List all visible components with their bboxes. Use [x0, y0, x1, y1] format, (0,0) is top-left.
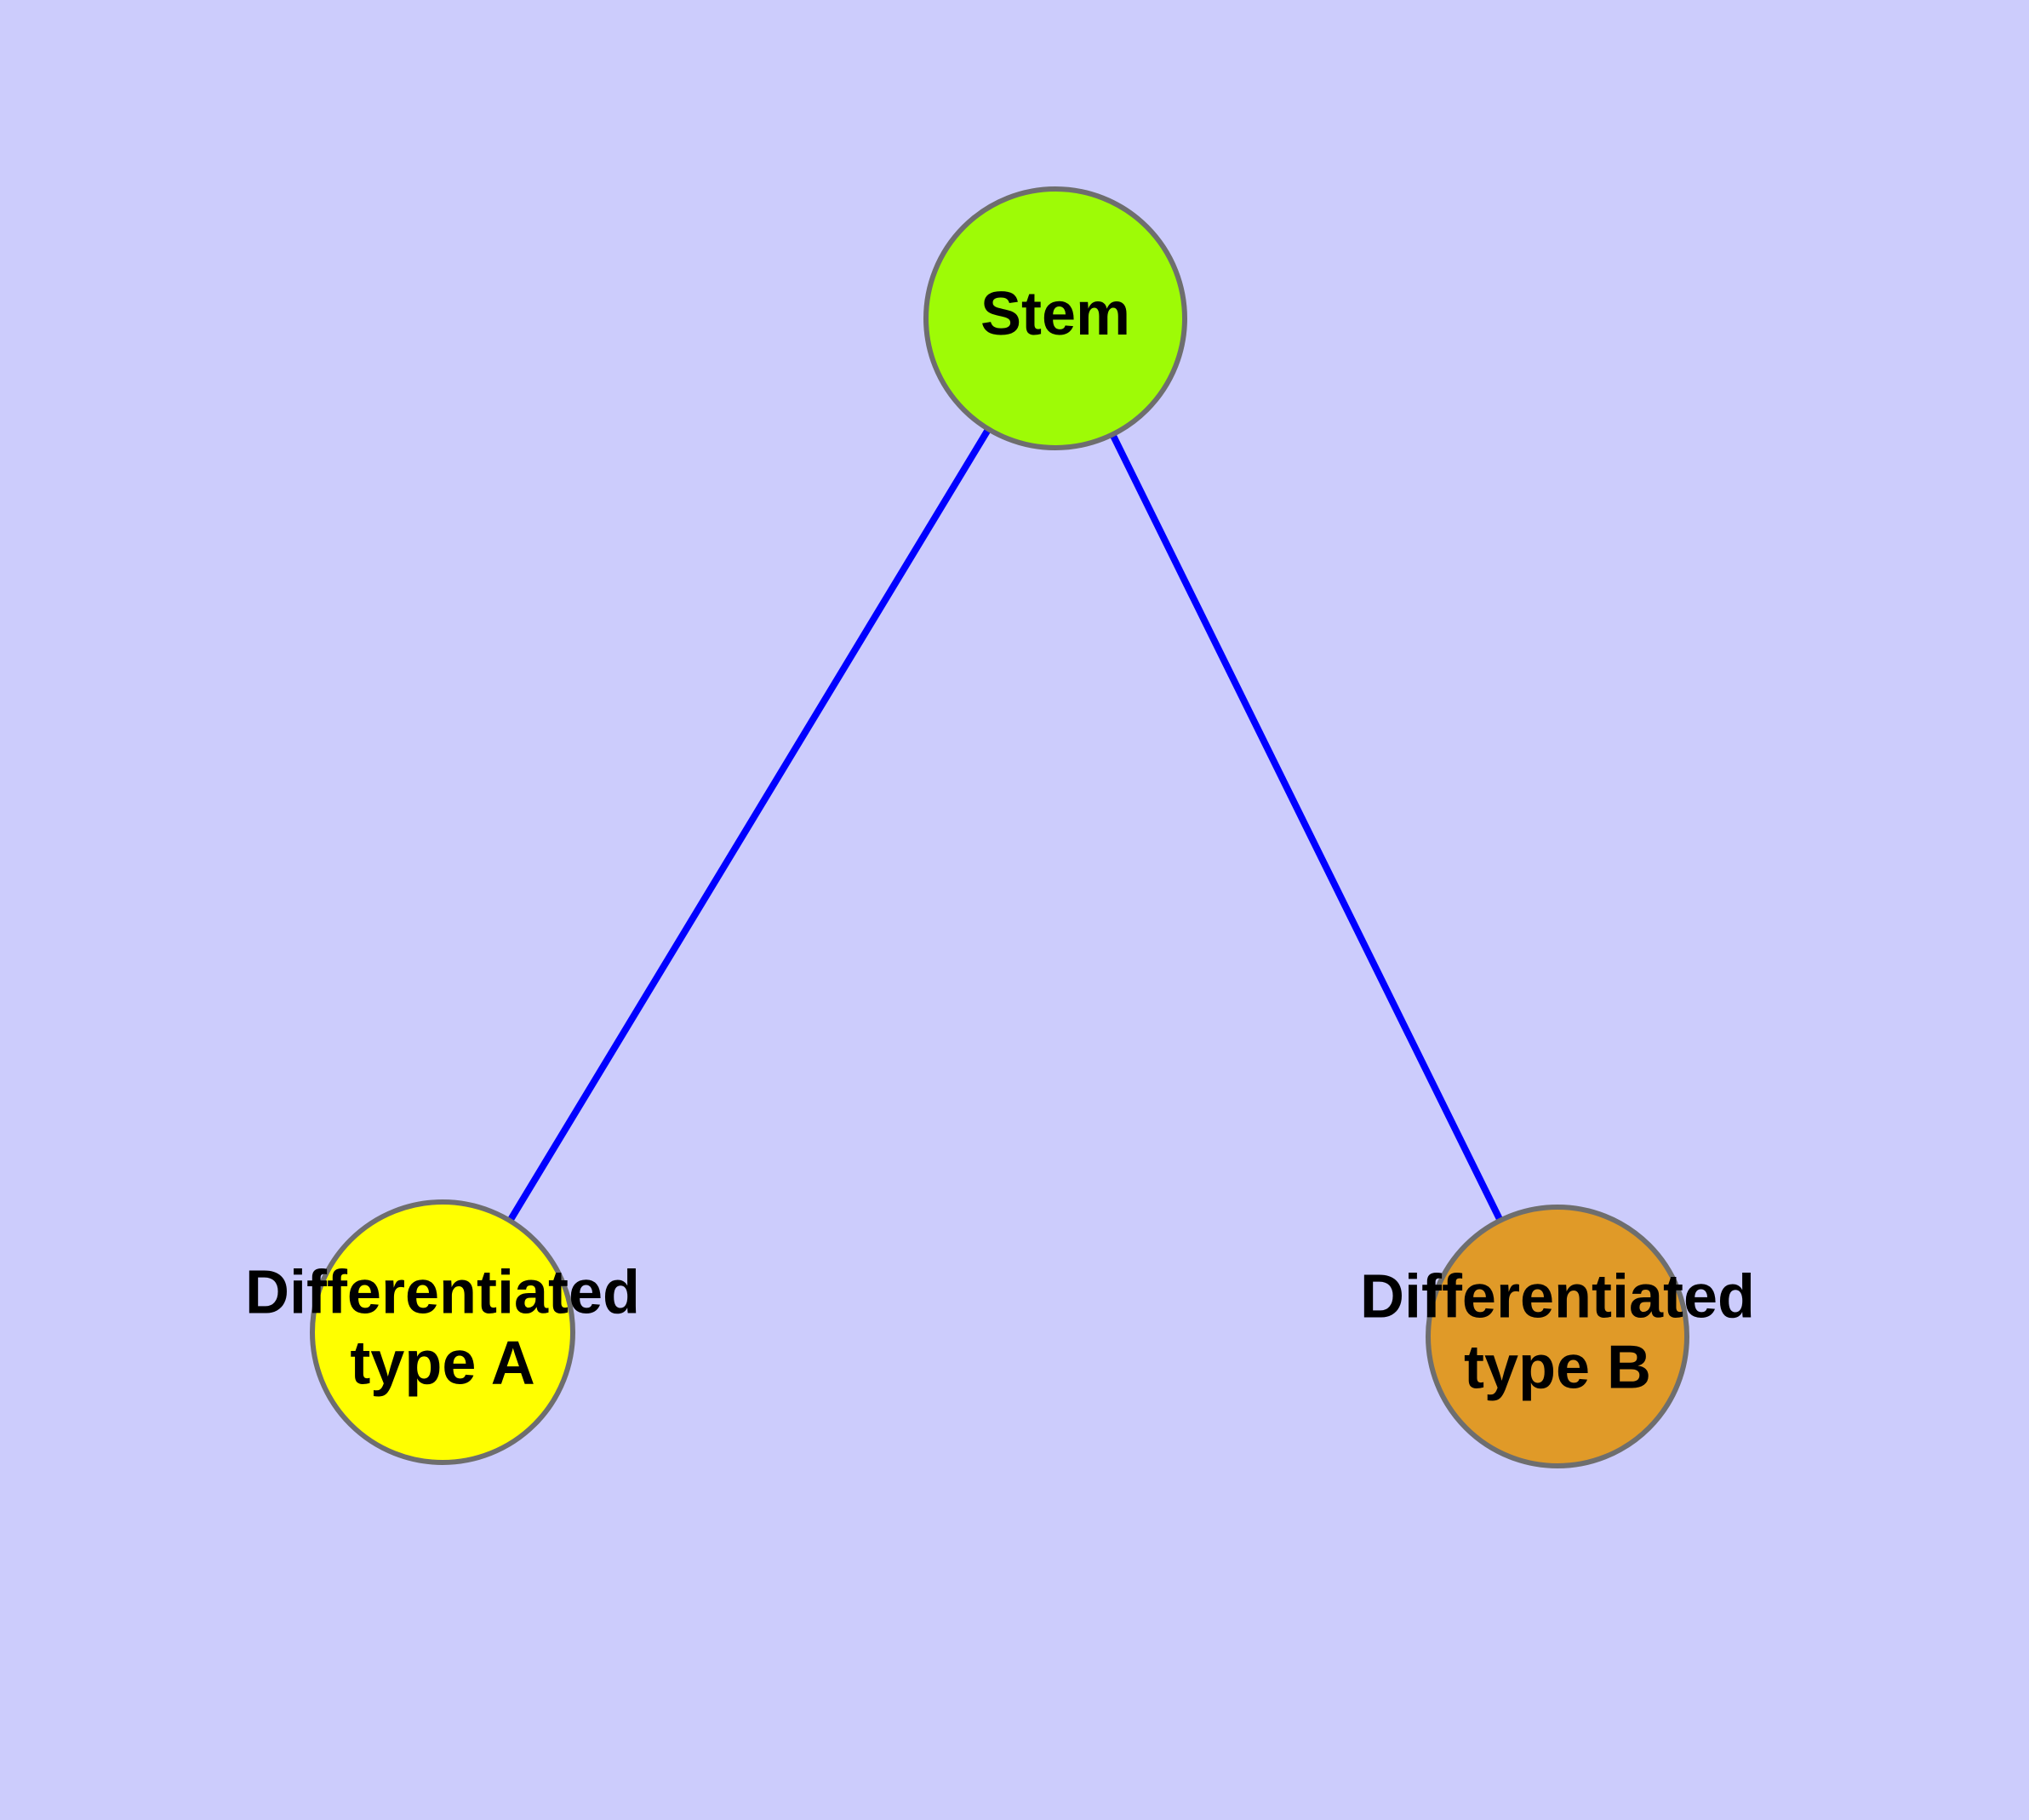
edge-layer: [506, 426, 1505, 1224]
graph-edge-stem-to-a[interactable]: [506, 426, 992, 1224]
node-circle-stem[interactable]: [923, 186, 1187, 450]
node-label-stem: Stem: [980, 280, 1130, 348]
graph-node-stem[interactable]: Stem: [923, 186, 1187, 450]
graph-edge-stem-to-b[interactable]: [1108, 431, 1505, 1224]
node-label-diff_a: Differentiated: [245, 1259, 640, 1327]
node-label-diff_a: type A: [350, 1329, 534, 1397]
node-label-diff_b: Differentiated: [1360, 1263, 1755, 1331]
node-circle-diff_b[interactable]: [1426, 1205, 1689, 1468]
node-label-diff_b: type B: [1464, 1333, 1651, 1401]
node-circle-diff_a[interactable]: [310, 1199, 575, 1465]
